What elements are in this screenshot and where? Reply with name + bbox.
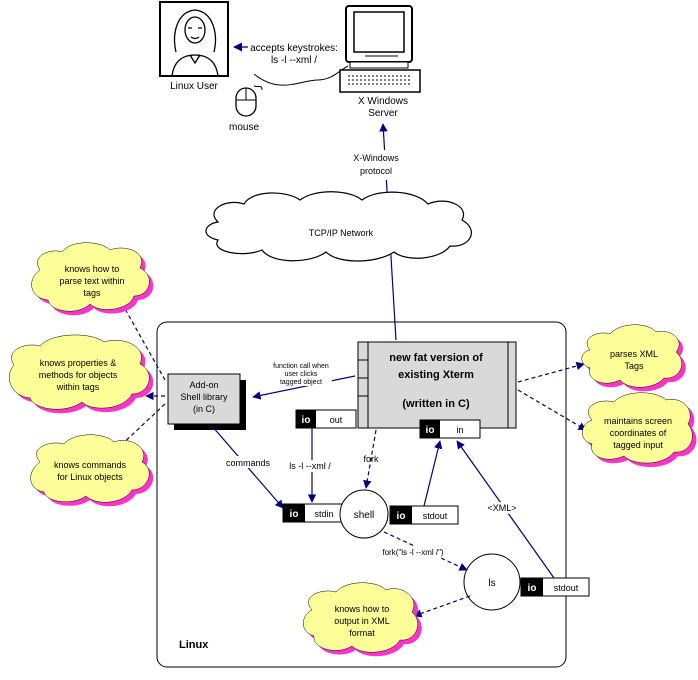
to-parses-xml-arrow <box>517 361 585 383</box>
protocol-label-bg <box>346 150 406 180</box>
cloud-parses-xml-line-2: Tags <box>624 361 644 371</box>
xserver-label-2: Server <box>368 108 398 119</box>
cloud-properties-line-3: within tags <box>56 382 100 392</box>
xterm-label-1: new fat version of <box>389 352 483 364</box>
cloud-parse-text-line-1: knows how to <box>65 264 120 274</box>
io-stdin-label: stdin <box>314 509 333 519</box>
shell-label: shell <box>354 510 375 521</box>
io-out-tag: io <box>302 415 311 426</box>
function-call-label-3: tagged object <box>280 379 322 386</box>
io-stdin-tag: io <box>290 509 299 520</box>
mouse-label: mouse <box>229 122 259 133</box>
cloud-output-xml-line-3: format <box>349 628 375 638</box>
protocol-label-2: protocol <box>360 166 392 176</box>
function-call-label-1: function call when <box>273 363 329 370</box>
keystrokes-label-1: accepts keystrokes: <box>250 43 338 54</box>
cloud-parse-text-line-3: tags <box>83 288 101 298</box>
to-commands-arrow <box>117 403 166 449</box>
io-out-label: out <box>330 415 343 425</box>
cloud-parses-xml <box>581 324 686 392</box>
keyboard-cable <box>253 65 349 86</box>
cloud-output-xml <box>303 582 422 657</box>
xserver-label-1: X Windows <box>358 96 408 107</box>
function-call-label-bg <box>270 360 332 386</box>
xterm-label-3: (written in C) <box>402 398 470 410</box>
to-coordinates-arrow <box>517 389 587 431</box>
cloud-parse-text <box>31 242 154 316</box>
cloud-commands-line-2: for Linux objects <box>57 472 123 482</box>
io-in-port <box>419 419 481 439</box>
io-shell-stdout-port <box>389 505 459 525</box>
shell-library-label-2: Shell library <box>180 392 228 402</box>
io-in-label: in <box>456 425 463 435</box>
cloud-coordinates-line-2: coordinates of <box>610 428 667 438</box>
ls-cmd-label-bg <box>280 460 342 472</box>
ls-label: ls <box>488 578 495 589</box>
fork-ls-label: fork("ls -l --xml /") <box>382 548 444 557</box>
to-parse-text-arrow <box>119 299 166 381</box>
shell-process <box>339 489 389 539</box>
cloud-coordinates <box>582 392 697 468</box>
fork-arrow <box>363 429 377 489</box>
user-label: Linux User <box>170 81 218 92</box>
user-portrait-icon <box>171 9 219 77</box>
cloud-parses-xml-line-1: parses XML <box>610 349 658 359</box>
cloud-commands-line-1: knows commands <box>54 460 127 470</box>
ls-cmd-label: ls -l --xml / <box>289 461 331 471</box>
fork-label: fork <box>363 454 379 464</box>
computer-icon <box>339 5 421 93</box>
keystrokes-label-2: ls -l --xml / <box>271 55 317 66</box>
cloud-properties-line-1: knows properties & <box>40 358 117 368</box>
io-shell-stdout-label: stdout <box>423 511 448 521</box>
cloud-properties <box>9 334 154 414</box>
mouse-icon <box>235 85 263 117</box>
network-label: TCP/IP Network <box>309 228 374 238</box>
cloud-output-xml-line-2: output in XML <box>334 616 390 626</box>
shell-library-label-3: (in C) <box>193 404 215 414</box>
cloud-coordinates-line-1: maintains screen <box>604 416 672 426</box>
xterm-label-2: existing Xterm <box>398 369 474 381</box>
protocol-label-1: X-Windows <box>353 153 399 163</box>
xterm-box <box>357 341 517 429</box>
shell-library-label-1: Add-on <box>189 380 218 390</box>
function-call-label-2: user clicks <box>285 371 318 378</box>
xml-label: <XML> <box>487 503 516 513</box>
linux-user: Linux User <box>159 1 229 92</box>
fork-ls-label-bg <box>378 546 448 558</box>
cloud-properties-line-2: methods for objects <box>39 370 118 380</box>
shell-library-box <box>167 373 246 430</box>
io-out-port <box>295 409 357 429</box>
cloud-output-xml-line-1: knows how to <box>335 604 390 614</box>
io-ls-stdout-label: stdout <box>554 583 579 593</box>
cloud-commands <box>30 434 154 507</box>
io-ls-stdout-tag: io <box>528 583 537 594</box>
network-cloud <box>205 191 472 262</box>
function-call-arrow <box>252 375 356 400</box>
linux-label: Linux <box>179 639 209 651</box>
commands-label: commands <box>226 458 271 468</box>
linux-container <box>156 321 567 668</box>
cloud-parse-text-line-2: parse text within <box>59 276 124 286</box>
to-output-xml-arrow <box>413 595 471 618</box>
stdout-to-in-arrow <box>423 440 443 507</box>
io-shell-stdout-tag: io <box>397 511 406 522</box>
cloud-coordinates-line-3: tagged input <box>613 440 663 450</box>
xml-label-bg <box>486 502 518 514</box>
ls-process <box>463 553 521 611</box>
commands-label-bg <box>222 456 274 468</box>
io-in-tag: io <box>426 425 435 436</box>
io-ls-stdout-port <box>520 577 590 597</box>
